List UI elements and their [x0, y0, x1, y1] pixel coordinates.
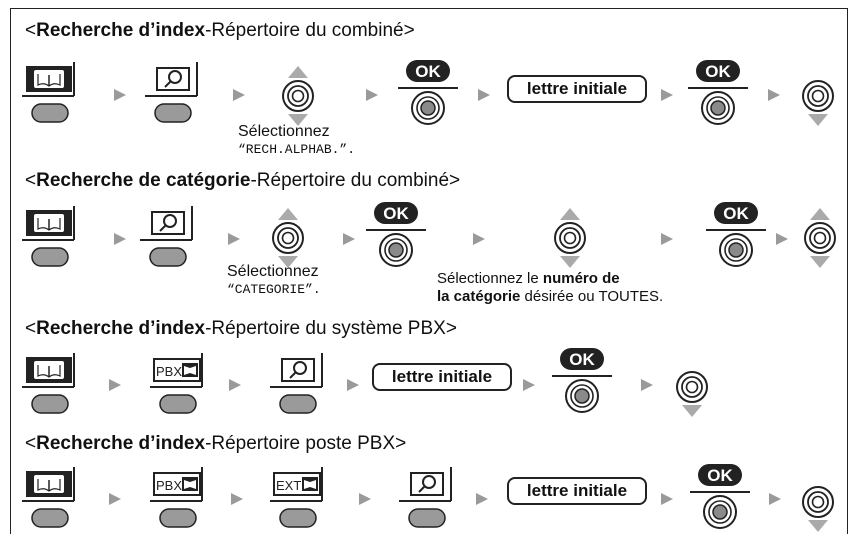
arrow-right-icon	[229, 379, 241, 391]
arrow-right-icon	[476, 493, 488, 505]
ok-button-icon[interactable]: OK	[552, 346, 612, 416]
section-title-index-pbx-extension: <Recherche d’index-Répertoire poste PBX>	[25, 433, 407, 454]
ok-button-icon[interactable]: OK	[706, 200, 766, 270]
ok-button-icon[interactable]: OK	[366, 200, 426, 270]
arrow-right-icon	[359, 493, 371, 505]
search-icon[interactable]	[138, 206, 198, 270]
arrow-right-icon	[233, 89, 245, 101]
arrow-right-icon	[776, 233, 788, 245]
arrow-right-icon	[769, 493, 781, 505]
navigator-up-down-icon[interactable]	[268, 206, 308, 270]
navigator-down-icon[interactable]	[672, 355, 712, 419]
initial-letter-key[interactable]: lettre initiale	[507, 75, 647, 103]
arrow-right-icon	[347, 379, 359, 391]
search-icon[interactable]	[268, 353, 328, 417]
ok-button-icon[interactable]: OK	[690, 462, 750, 532]
svg-text:OK: OK	[707, 466, 733, 485]
arrow-right-icon	[661, 89, 673, 101]
arrow-right-icon	[109, 493, 121, 505]
caption-category-number: Sélectionnez le numéro de la catégorie d…	[437, 270, 664, 305]
arrow-right-icon	[523, 379, 535, 391]
svg-text:OK: OK	[569, 350, 595, 369]
navigator-down-icon[interactable]	[798, 470, 838, 534]
svg-text:OK: OK	[415, 62, 441, 81]
arrow-right-icon	[661, 493, 673, 505]
section-title-category-handset: <Recherche de catégorie-Répertoire du co…	[25, 170, 461, 191]
pbx-phonebook-icon[interactable]: PBX	[148, 467, 208, 531]
caption-select-alpha: Sélectionnez “RECH.ALPHAB.”.	[238, 123, 356, 157]
svg-text:OK: OK	[383, 204, 409, 223]
navigator-up-down-icon[interactable]	[550, 206, 590, 270]
svg-text:PBX: PBX	[156, 478, 182, 493]
section-title-index-handset: <Recherche d’index-Répertoire du combiné…	[25, 20, 415, 41]
svg-text:PBX: PBX	[156, 364, 182, 379]
svg-text:OK: OK	[705, 62, 731, 81]
diagram-frame	[10, 8, 848, 534]
navigator-up-down-icon[interactable]	[800, 206, 840, 270]
svg-text:EXT: EXT	[276, 478, 301, 493]
initial-letter-key[interactable]: lettre initiale	[372, 363, 512, 391]
search-icon[interactable]	[397, 467, 457, 531]
phonebook-icon[interactable]	[20, 62, 80, 126]
ok-button-icon[interactable]: OK	[688, 58, 748, 128]
phonebook-icon[interactable]	[20, 467, 80, 531]
section-title-index-pbx-system: <Recherche d’index-Répertoire du système…	[25, 318, 457, 339]
arrow-right-icon	[661, 233, 673, 245]
ext-phonebook-icon[interactable]: EXT	[268, 467, 328, 531]
pbx-phonebook-icon[interactable]: PBX	[148, 353, 208, 417]
arrow-right-icon	[109, 379, 121, 391]
svg-text:OK: OK	[723, 204, 749, 223]
arrow-right-icon	[478, 89, 490, 101]
arrow-right-icon	[343, 233, 355, 245]
arrow-right-icon	[114, 233, 126, 245]
search-icon[interactable]	[143, 62, 203, 126]
navigator-up-down-icon[interactable]	[278, 64, 318, 128]
arrow-right-icon	[768, 89, 780, 101]
phonebook-icon[interactable]	[20, 353, 80, 417]
arrow-right-icon	[366, 89, 378, 101]
initial-letter-key[interactable]: lettre initiale	[507, 477, 647, 505]
arrow-right-icon	[114, 89, 126, 101]
arrow-right-icon	[231, 493, 243, 505]
arrow-right-icon	[641, 379, 653, 391]
phonebook-icon[interactable]	[20, 206, 80, 270]
arrow-right-icon	[228, 233, 240, 245]
caption-select-category: Sélectionnez “CATEGORIE”.	[227, 263, 321, 297]
ok-button-icon[interactable]: OK	[398, 58, 458, 128]
navigator-down-icon[interactable]	[798, 64, 838, 128]
arrow-right-icon	[473, 233, 485, 245]
